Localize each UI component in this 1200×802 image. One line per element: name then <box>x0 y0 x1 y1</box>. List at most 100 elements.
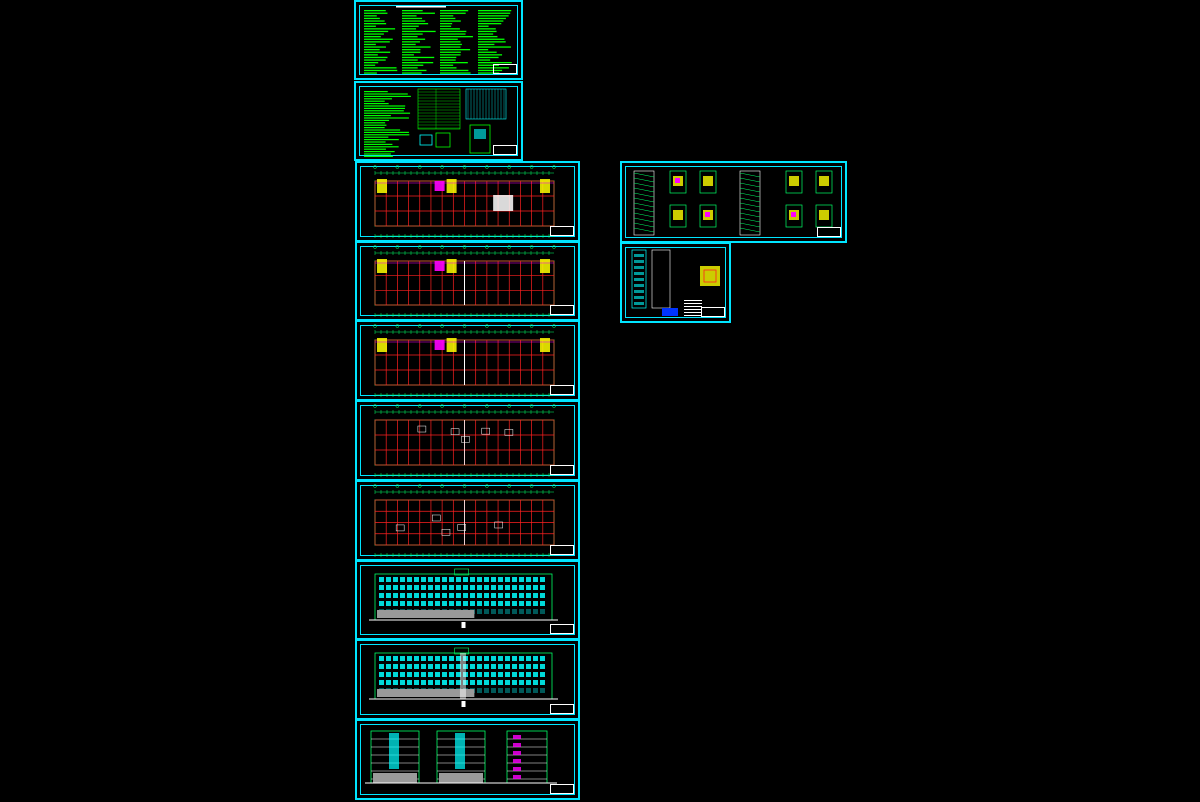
note-text-line <box>364 136 389 138</box>
window <box>400 585 405 590</box>
notes-sheet-2[interactable] <box>354 81 523 161</box>
note-text-line <box>364 151 395 153</box>
window <box>505 609 510 614</box>
window <box>498 585 503 590</box>
stair-flight <box>739 172 761 178</box>
window <box>379 585 384 590</box>
window <box>456 601 461 606</box>
window <box>540 577 545 582</box>
podium-base <box>377 689 475 697</box>
stair-flight <box>739 212 761 218</box>
detail-fill <box>474 129 486 139</box>
window <box>393 656 398 661</box>
stair-details[interactable] <box>620 161 847 243</box>
window <box>533 585 538 590</box>
window <box>477 672 482 677</box>
toilet-core <box>434 261 445 271</box>
detail-box <box>419 134 433 146</box>
elevation-front[interactable] <box>355 560 580 640</box>
stair-flight <box>633 217 655 223</box>
title-block <box>550 465 574 475</box>
note-text-line <box>364 127 385 129</box>
window <box>512 664 517 669</box>
window <box>491 672 496 677</box>
window <box>456 664 461 669</box>
detail-text-line <box>684 312 702 313</box>
note-text-line <box>440 72 471 74</box>
window <box>407 593 412 598</box>
note-text-line <box>440 30 467 33</box>
wall-window <box>634 266 644 269</box>
window <box>533 656 538 661</box>
window <box>386 585 391 590</box>
window <box>421 664 426 669</box>
stair-core-left <box>377 179 387 193</box>
window <box>386 577 391 582</box>
window <box>540 593 545 598</box>
note-text-line <box>364 146 399 148</box>
window <box>400 672 405 677</box>
note-text-line <box>402 56 435 59</box>
sheet-border <box>360 644 575 715</box>
window <box>407 672 412 677</box>
window <box>393 577 398 582</box>
note-text-line <box>402 38 426 40</box>
stair-plan-accent <box>705 212 710 217</box>
window <box>477 688 482 693</box>
stair-flight <box>633 172 655 178</box>
title-block <box>493 145 517 155</box>
roof-annotation <box>461 436 470 443</box>
note-text-line <box>364 112 411 114</box>
detail-text-line <box>684 303 702 304</box>
note-text-line <box>440 38 458 40</box>
note-text-line <box>364 46 386 48</box>
window <box>533 601 538 606</box>
window <box>477 656 482 661</box>
floor-plan-2[interactable] <box>355 241 580 321</box>
stair-core-right <box>540 338 550 352</box>
sections[interactable] <box>355 719 580 800</box>
window <box>484 601 489 606</box>
note-text-line <box>364 91 388 93</box>
roof-plan[interactable] <box>355 480 580 561</box>
note-text-line <box>402 51 421 53</box>
axis-bubble <box>418 484 422 488</box>
axis-bubble <box>462 324 467 328</box>
wall-details[interactable] <box>620 242 731 323</box>
note-text-line <box>402 33 423 35</box>
note-text-line <box>440 41 461 43</box>
note-text-line <box>478 54 503 56</box>
floor-plan-3[interactable] <box>355 320 580 401</box>
axis-bubble <box>462 484 467 488</box>
window <box>407 656 412 661</box>
axis-bubble <box>373 245 377 249</box>
window <box>505 577 510 582</box>
stair-plan-fill <box>819 176 829 186</box>
stair-flight <box>739 207 761 213</box>
window <box>512 585 517 590</box>
window <box>414 656 419 661</box>
note-text-line <box>478 59 491 61</box>
note-text-line <box>402 46 431 48</box>
notes-sheet-1[interactable] <box>354 0 523 80</box>
note-text-line <box>364 12 388 14</box>
stair-flight <box>739 192 761 198</box>
window <box>414 577 419 582</box>
axis-bubble <box>552 484 556 488</box>
stair-section <box>513 767 521 771</box>
floor-plan-4[interactable] <box>355 400 580 481</box>
stair-core-left <box>377 338 387 352</box>
axis-bubble <box>552 404 556 408</box>
note-text-line <box>402 67 418 69</box>
elevation-rear[interactable] <box>355 639 580 720</box>
stair-section <box>513 735 521 739</box>
window <box>519 585 524 590</box>
note-text-line <box>364 56 388 59</box>
window <box>449 672 454 677</box>
window <box>540 664 545 669</box>
note-text-line <box>440 46 461 48</box>
floor-plan-1[interactable] <box>355 161 580 242</box>
note-text-line <box>364 93 408 95</box>
axis-bubble <box>529 324 534 328</box>
